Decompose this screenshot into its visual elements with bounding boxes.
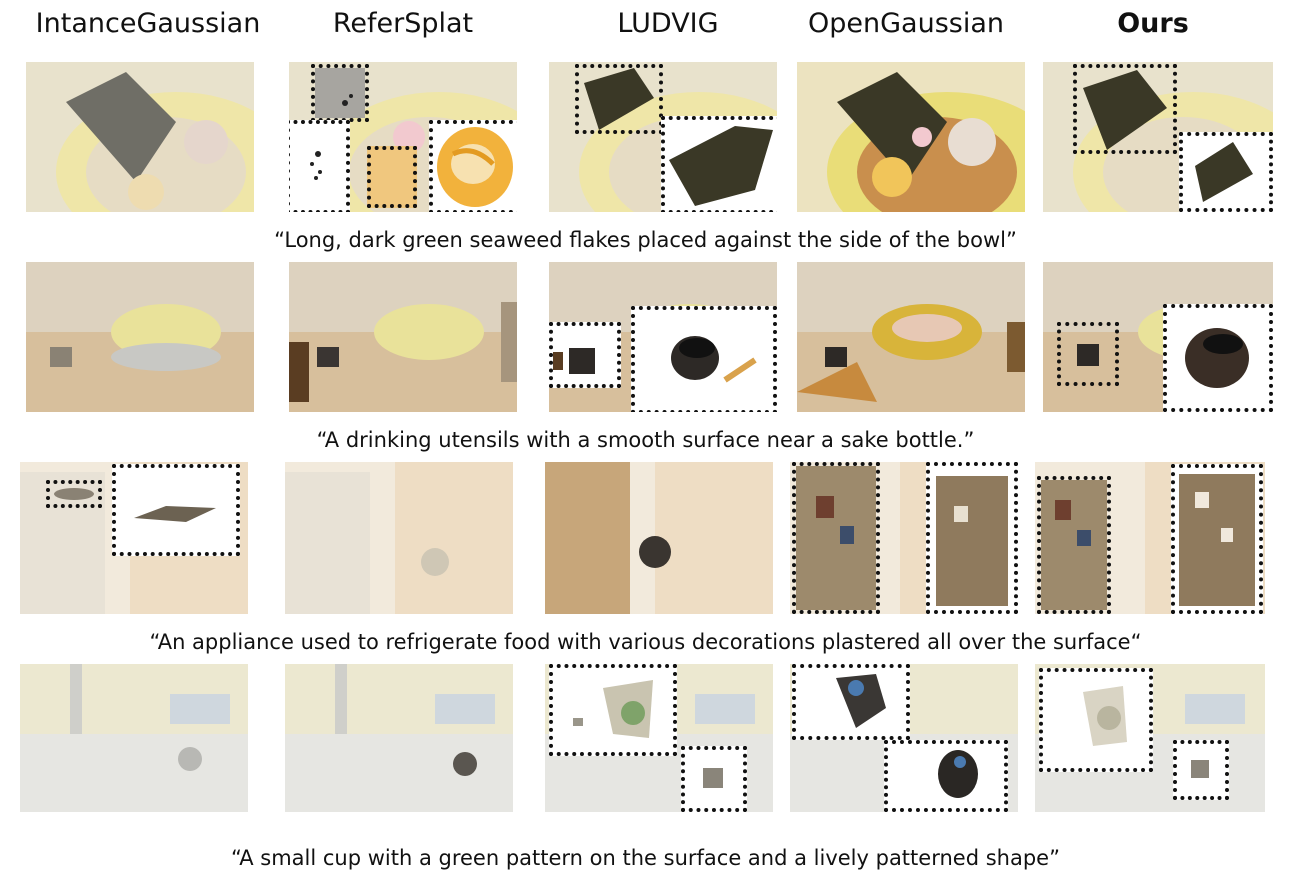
zoom-inset bbox=[549, 664, 677, 756]
column-header-refersplat: ReferSplat bbox=[332, 8, 474, 39]
zoom-inset bbox=[1163, 304, 1273, 412]
row1-intancegaussian-image bbox=[26, 62, 254, 212]
row1-ours-image bbox=[1043, 62, 1273, 212]
column-header-ludvig: LUDVIG bbox=[617, 8, 719, 39]
column-header-opengaussian: OpenGaussian bbox=[808, 8, 1004, 39]
row3-ludvig-image bbox=[545, 462, 773, 614]
row3-opengaussian-image bbox=[790, 462, 1018, 614]
row4-ours-image bbox=[1035, 664, 1265, 812]
zoom-box bbox=[1073, 64, 1177, 154]
zoom-box bbox=[681, 746, 747, 812]
column-header-ours: Ours bbox=[1117, 8, 1189, 39]
row1-refersplat-image bbox=[289, 62, 517, 212]
zoom-box bbox=[367, 146, 417, 208]
row2-ludvig-image bbox=[549, 262, 777, 412]
zoom-box bbox=[46, 480, 102, 508]
zoom-box bbox=[792, 462, 880, 614]
zoom-inset bbox=[631, 306, 777, 412]
zoom-box bbox=[1057, 322, 1119, 386]
row1-opengaussian-image bbox=[797, 62, 1025, 212]
zoom-inset bbox=[1039, 668, 1153, 772]
caption-row2: “A drinking utensils with a smooth surfa… bbox=[316, 428, 975, 452]
row4-ludvig-image bbox=[545, 664, 773, 812]
row3-intancegaussian-image bbox=[20, 462, 248, 614]
zoom-box bbox=[1173, 740, 1229, 800]
column-header-intancegaussian: IntanceGaussian bbox=[35, 8, 261, 39]
zoom-inset bbox=[1179, 132, 1273, 212]
zoom-inset bbox=[792, 664, 910, 740]
row2-opengaussian-image bbox=[797, 262, 1025, 412]
row2-ours-image bbox=[1043, 262, 1273, 412]
row2-intancegaussian-image bbox=[26, 262, 254, 412]
row3-refersplat-image bbox=[285, 462, 513, 614]
caption-row3: “An appliance used to refrigerate food w… bbox=[149, 630, 1142, 654]
zoom-box bbox=[1037, 476, 1111, 614]
row3-ours-image bbox=[1035, 462, 1265, 614]
zoom-inset bbox=[429, 120, 517, 212]
zoom-box bbox=[311, 64, 369, 122]
zoom-box bbox=[884, 740, 1008, 812]
caption-row4: “A small cup with a green pattern on the… bbox=[231, 846, 1060, 870]
row4-intancegaussian-image bbox=[20, 664, 248, 812]
zoom-inset bbox=[926, 462, 1018, 614]
zoom-box bbox=[549, 322, 621, 388]
zoom-inset bbox=[1171, 464, 1263, 614]
zoom-inset bbox=[112, 464, 240, 556]
row4-opengaussian-image bbox=[790, 664, 1018, 812]
caption-row1: “Long, dark green seaweed flakes placed … bbox=[274, 228, 1017, 252]
zoom-inset bbox=[289, 120, 350, 212]
row4-refersplat-image bbox=[285, 664, 513, 812]
row2-refersplat-image bbox=[289, 262, 517, 412]
zoom-box bbox=[575, 64, 663, 134]
row1-ludvig-image bbox=[549, 62, 777, 212]
zoom-inset bbox=[661, 116, 777, 212]
